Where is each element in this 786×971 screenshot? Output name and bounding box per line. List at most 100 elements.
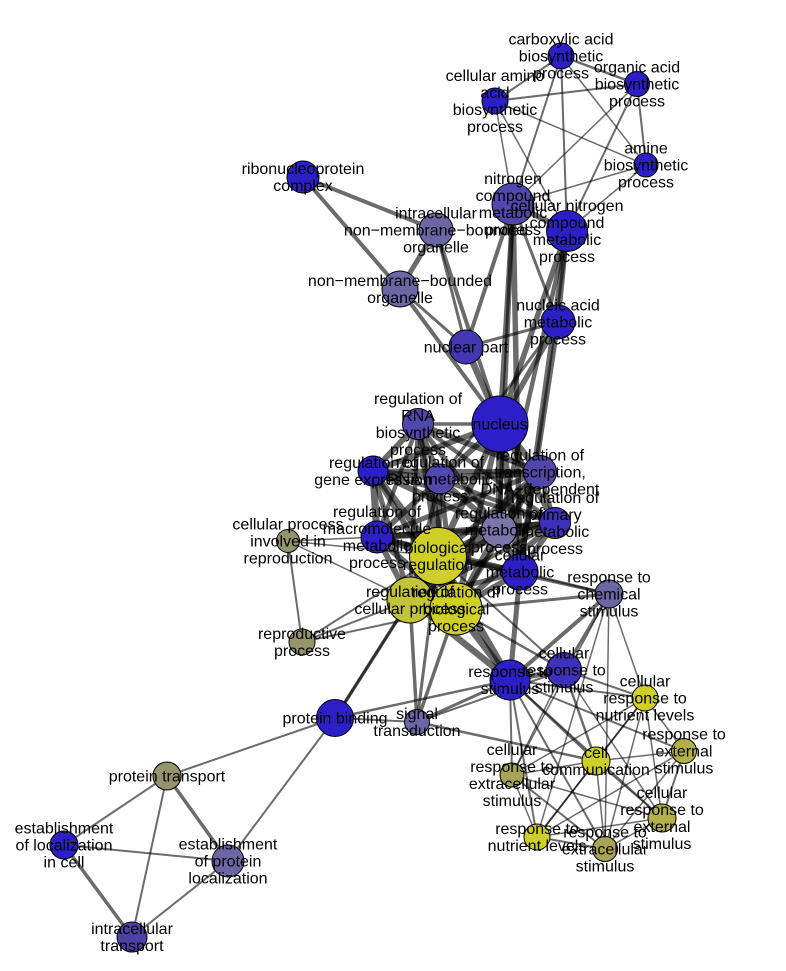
svg-text:RNA: RNA [401,408,435,425]
svg-text:response to: response to [603,691,687,708]
svg-text:acid: acid [480,85,509,102]
svg-text:establishment: establishment [15,821,114,838]
svg-text:regulation of: regulation of [412,585,501,602]
svg-text:localization: localization [188,871,267,888]
svg-text:non−membrane−bounded: non−membrane−bounded [344,223,528,240]
svg-text:primary: primary [528,507,581,524]
svg-text:process: process [492,582,548,599]
svg-text:process: process [530,332,586,349]
svg-text:macromolecule: macromolecule [323,521,432,538]
svg-text:protein transport: protein transport [109,769,226,786]
svg-text:metabolic: metabolic [524,315,592,332]
svg-text:DNA−dependent: DNA−dependent [481,482,600,499]
svg-text:reproduction: reproduction [244,551,333,568]
svg-text:regulation of: regulation of [333,504,422,521]
svg-text:cell: cell [584,745,608,762]
svg-text:process: process [471,540,527,557]
svg-text:stimulus: stimulus [483,793,542,810]
svg-text:RNA metabolic: RNA metabolic [387,472,493,489]
svg-text:ribonucleoprotein: ribonucleoprotein [242,161,365,178]
svg-text:process: process [533,66,589,83]
svg-text:cellular process: cellular process [354,601,465,618]
svg-text:regulation of: regulation of [511,490,600,507]
svg-text:regulation of: regulation of [455,506,544,523]
svg-text:process: process [609,94,665,111]
svg-text:process: process [485,222,541,239]
svg-text:process: process [539,249,595,266]
svg-text:response to: response to [470,759,554,776]
svg-text:reproductive: reproductive [258,626,346,643]
svg-text:biological: biological [405,540,472,557]
svg-text:response to: response to [642,727,726,744]
svg-text:intracellular: intracellular [91,921,173,938]
svg-text:metabolic: metabolic [465,523,533,540]
svg-text:biosynthetic: biosynthetic [376,425,461,442]
svg-text:organelle: organelle [367,290,433,307]
svg-text:process: process [349,555,405,572]
svg-text:metabolic: metabolic [479,205,547,222]
svg-text:stimulus: stimulus [535,680,594,697]
svg-text:regulation of: regulation of [374,391,463,408]
svg-text:compound: compound [530,215,605,232]
svg-text:biosynthetic: biosynthetic [595,77,680,94]
svg-text:biological: biological [423,602,490,619]
svg-text:metabolic: metabolic [533,232,601,249]
svg-text:process: process [618,175,674,192]
svg-text:response to: response to [522,663,606,680]
svg-text:transcription,: transcription, [494,465,586,482]
svg-text:regulation: regulation [403,557,473,574]
svg-text:involved in: involved in [250,534,326,551]
svg-text:process: process [390,442,446,459]
svg-text:stimulus: stimulus [633,836,692,853]
svg-text:complex: complex [273,178,333,195]
svg-text:response to: response to [620,802,704,819]
svg-text:regulation of: regulation of [329,455,418,472]
svg-text:regulation of: regulation of [496,448,585,465]
svg-text:of protein: of protein [195,854,262,871]
svg-text:process: process [527,541,583,558]
svg-text:process: process [274,643,330,660]
svg-text:external: external [634,819,691,836]
svg-text:in cell: in cell [44,855,85,872]
svg-text:response to: response to [567,570,651,587]
svg-text:response to: response to [468,664,552,681]
svg-text:biosynthetic: biosynthetic [519,49,604,66]
svg-text:chemical: chemical [577,587,640,604]
svg-text:organelle: organelle [403,240,469,257]
svg-text:nutrient levels: nutrient levels [488,838,587,855]
svg-text:cellular: cellular [620,674,671,691]
svg-text:nucleus: nucleus [472,417,527,434]
svg-text:transport: transport [100,938,164,955]
svg-text:non−membrane−bounded: non−membrane−bounded [308,273,492,290]
svg-text:nuclear part: nuclear part [424,340,509,357]
svg-text:cellular: cellular [487,742,538,759]
svg-text:amine: amine [624,141,668,158]
svg-text:gene expression: gene expression [314,472,431,489]
svg-text:nitrogen: nitrogen [484,171,542,188]
svg-text:cellular: cellular [495,548,546,565]
svg-text:cellular process: cellular process [232,517,343,534]
svg-text:transduction: transduction [373,723,460,740]
svg-text:nutrient levels: nutrient levels [596,708,695,725]
svg-text:cellular amino: cellular amino [446,68,545,85]
svg-text:stimulus: stimulus [655,761,714,778]
svg-text:biosynthetic: biosynthetic [604,158,689,175]
svg-text:cellular: cellular [637,785,688,802]
svg-text:stimulus: stimulus [576,859,635,876]
svg-text:extracellular: extracellular [469,776,556,793]
svg-text:cellular: cellular [539,646,590,663]
svg-text:metabolic: metabolic [521,524,589,541]
svg-text:response to: response to [563,825,647,842]
svg-text:carboxylic acid: carboxylic acid [509,32,614,49]
svg-text:communication: communication [542,762,650,779]
svg-text:cellular nitrogen: cellular nitrogen [511,198,624,215]
svg-text:compound: compound [476,188,551,205]
svg-text:process: process [428,619,484,636]
svg-text:nucleic acid: nucleic acid [516,298,600,315]
svg-text:signal: signal [396,706,438,723]
svg-text:response to: response to [495,821,579,838]
svg-text:external: external [656,744,713,761]
svg-text:stimulus: stimulus [580,604,639,621]
svg-text:metabolic: metabolic [486,565,554,582]
svg-text:organic acid: organic acid [594,60,680,77]
